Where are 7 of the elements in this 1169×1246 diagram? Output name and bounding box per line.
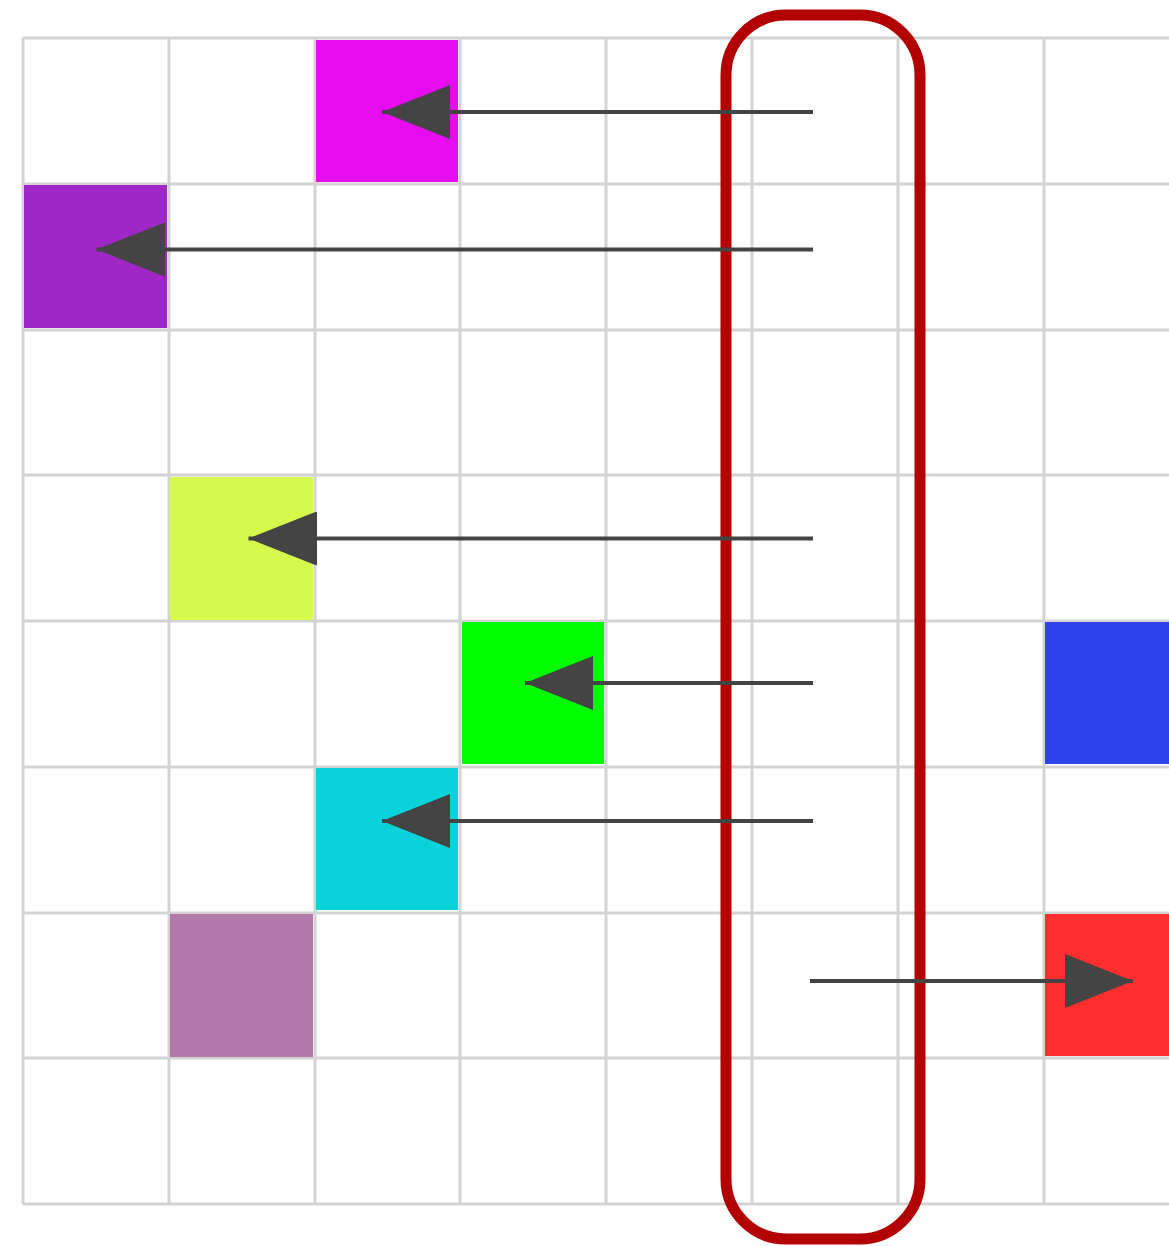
colored-square [24, 185, 167, 328]
colored-square [316, 40, 458, 182]
colored-square [462, 622, 604, 764]
colored-square [1045, 622, 1169, 764]
colored-square [170, 914, 313, 1057]
colored-square [316, 768, 458, 910]
colored-square [170, 477, 313, 620]
